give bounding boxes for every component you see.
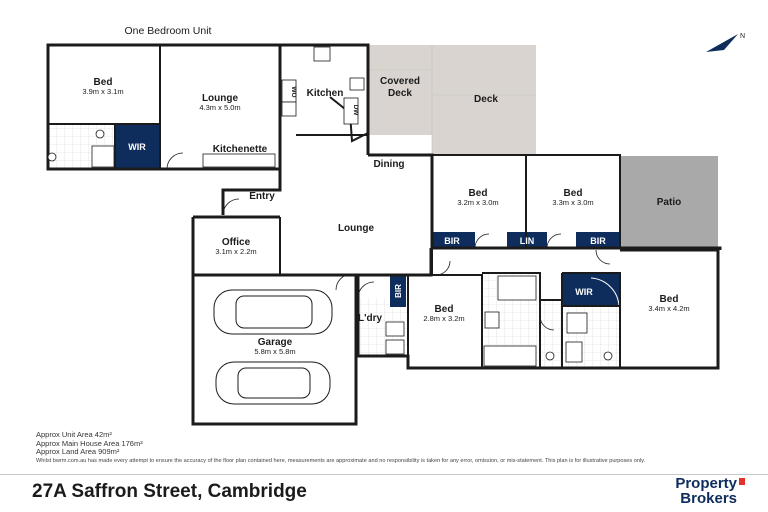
door-swing: [595, 249, 611, 265]
dishwasher: [343, 97, 359, 125]
patio-label: Patio: [657, 197, 681, 208]
bed4-dims: 2.8m x 3.2m: [423, 314, 464, 323]
laundry-label: L'dry: [358, 313, 382, 324]
footer-divider: [0, 474, 768, 475]
lin-label: LIN: [520, 236, 535, 246]
door-swing: [357, 281, 375, 299]
kitchenette-bench: [202, 153, 276, 168]
covered-deck-area: [368, 45, 432, 135]
bir-1: [431, 232, 475, 248]
shower: [91, 145, 115, 168]
door-swing: [546, 233, 562, 249]
door-swing: [335, 273, 353, 291]
logo-line-2: Brokers: [680, 490, 737, 507]
toilet-3: [603, 351, 613, 361]
bed2-label: Bed: [469, 188, 488, 199]
wo-label: WO: [290, 86, 297, 97]
unit-wir: [115, 125, 159, 168]
logo-line-1: Property: [675, 475, 737, 492]
office-dims: 3.1m x 2.2m: [215, 247, 256, 256]
vanity-2: [565, 341, 583, 363]
cooktop: [313, 46, 331, 62]
door-swing: [222, 198, 240, 216]
deck-area: [432, 45, 536, 155]
bir-2: [576, 232, 620, 248]
bed2-dims: 3.2m x 3.0m: [457, 198, 498, 207]
bath: [483, 345, 537, 367]
door-swing: [539, 315, 555, 331]
property-brokers-logo: Property Brokers: [655, 476, 745, 512]
ensuite-shower: [566, 312, 588, 334]
unit-wir-label: WIR: [128, 142, 146, 152]
bed3-label: Bed: [564, 188, 583, 199]
toilet-2: [545, 351, 555, 361]
vanity: [484, 311, 500, 329]
land-area: Approx Land Area 909m²: [36, 447, 120, 456]
unit-lounge-label: Lounge: [202, 93, 239, 104]
floor-plan: One Bedroom Unit: [46, 25, 745, 426]
kitchen-label: Kitchen: [307, 88, 344, 99]
unit-lounge-dims: 4.3m x 5.0m: [199, 103, 240, 112]
unit-area: Approx Unit Area 42m²: [36, 430, 112, 439]
bir3-label: BIR: [394, 284, 403, 298]
door-swing: [435, 260, 451, 276]
walls: [46, 43, 722, 426]
bir1-label: BIR: [444, 236, 460, 246]
door-swing: [166, 152, 184, 170]
disclaimer-text: Whilst bwrm.com.au has made every attemp…: [36, 458, 646, 464]
covered-deck-label-1: Covered: [380, 76, 420, 87]
unit-bed-label: Bed: [94, 77, 113, 88]
dw-label: DW: [352, 105, 359, 117]
bed5-dims: 3.4m x 4.2m: [648, 304, 689, 313]
fridge-space: [281, 101, 297, 117]
toilet-fixture: [95, 129, 105, 139]
washing-machine: [385, 321, 405, 337]
house-area: Approx Main House Area 176m²: [36, 438, 143, 448]
garage-dims: 5.8m x 5.8m: [254, 347, 295, 356]
office-label: Office: [222, 237, 251, 248]
unit-bed-dims: 3.9m x 3.1m: [82, 87, 123, 96]
kitchenette-label: Kitchenette: [213, 144, 268, 155]
toilet: [540, 300, 562, 368]
north-arrow-icon: N: [706, 33, 745, 52]
wir2-label: WIR: [575, 287, 593, 297]
vanity-basin: [47, 152, 57, 162]
entry-label: Entry: [249, 191, 275, 202]
bir-3: [390, 275, 406, 307]
bed4-label: Bed: [435, 304, 454, 315]
door-swing: [474, 233, 490, 249]
lounge-label: Lounge: [338, 223, 375, 234]
patio-area: [620, 156, 718, 248]
garage-label: Garage: [258, 337, 293, 348]
plan-title: One Bedroom Unit: [125, 25, 212, 37]
deck-label: Deck: [474, 94, 498, 105]
sink: [349, 77, 365, 91]
covered-deck-label-2: Deck: [388, 88, 412, 99]
bed3-dims: 3.3m x 3.0m: [552, 198, 593, 207]
laundry-tub: [385, 339, 405, 355]
shower-2: [497, 275, 537, 301]
dining-label: Dining: [373, 159, 404, 170]
property-address: 27A Saffron Street, Cambridge: [32, 481, 307, 502]
car-outlines: [213, 289, 333, 405]
bed5-label: Bed: [660, 294, 679, 305]
logo-badge: [739, 478, 745, 485]
north-letter: N: [740, 33, 745, 40]
bir2-label: BIR: [590, 236, 606, 246]
area-summary: Approx Unit Area 42m² Approx Main House …: [36, 430, 143, 457]
wir-2: [563, 274, 619, 306]
